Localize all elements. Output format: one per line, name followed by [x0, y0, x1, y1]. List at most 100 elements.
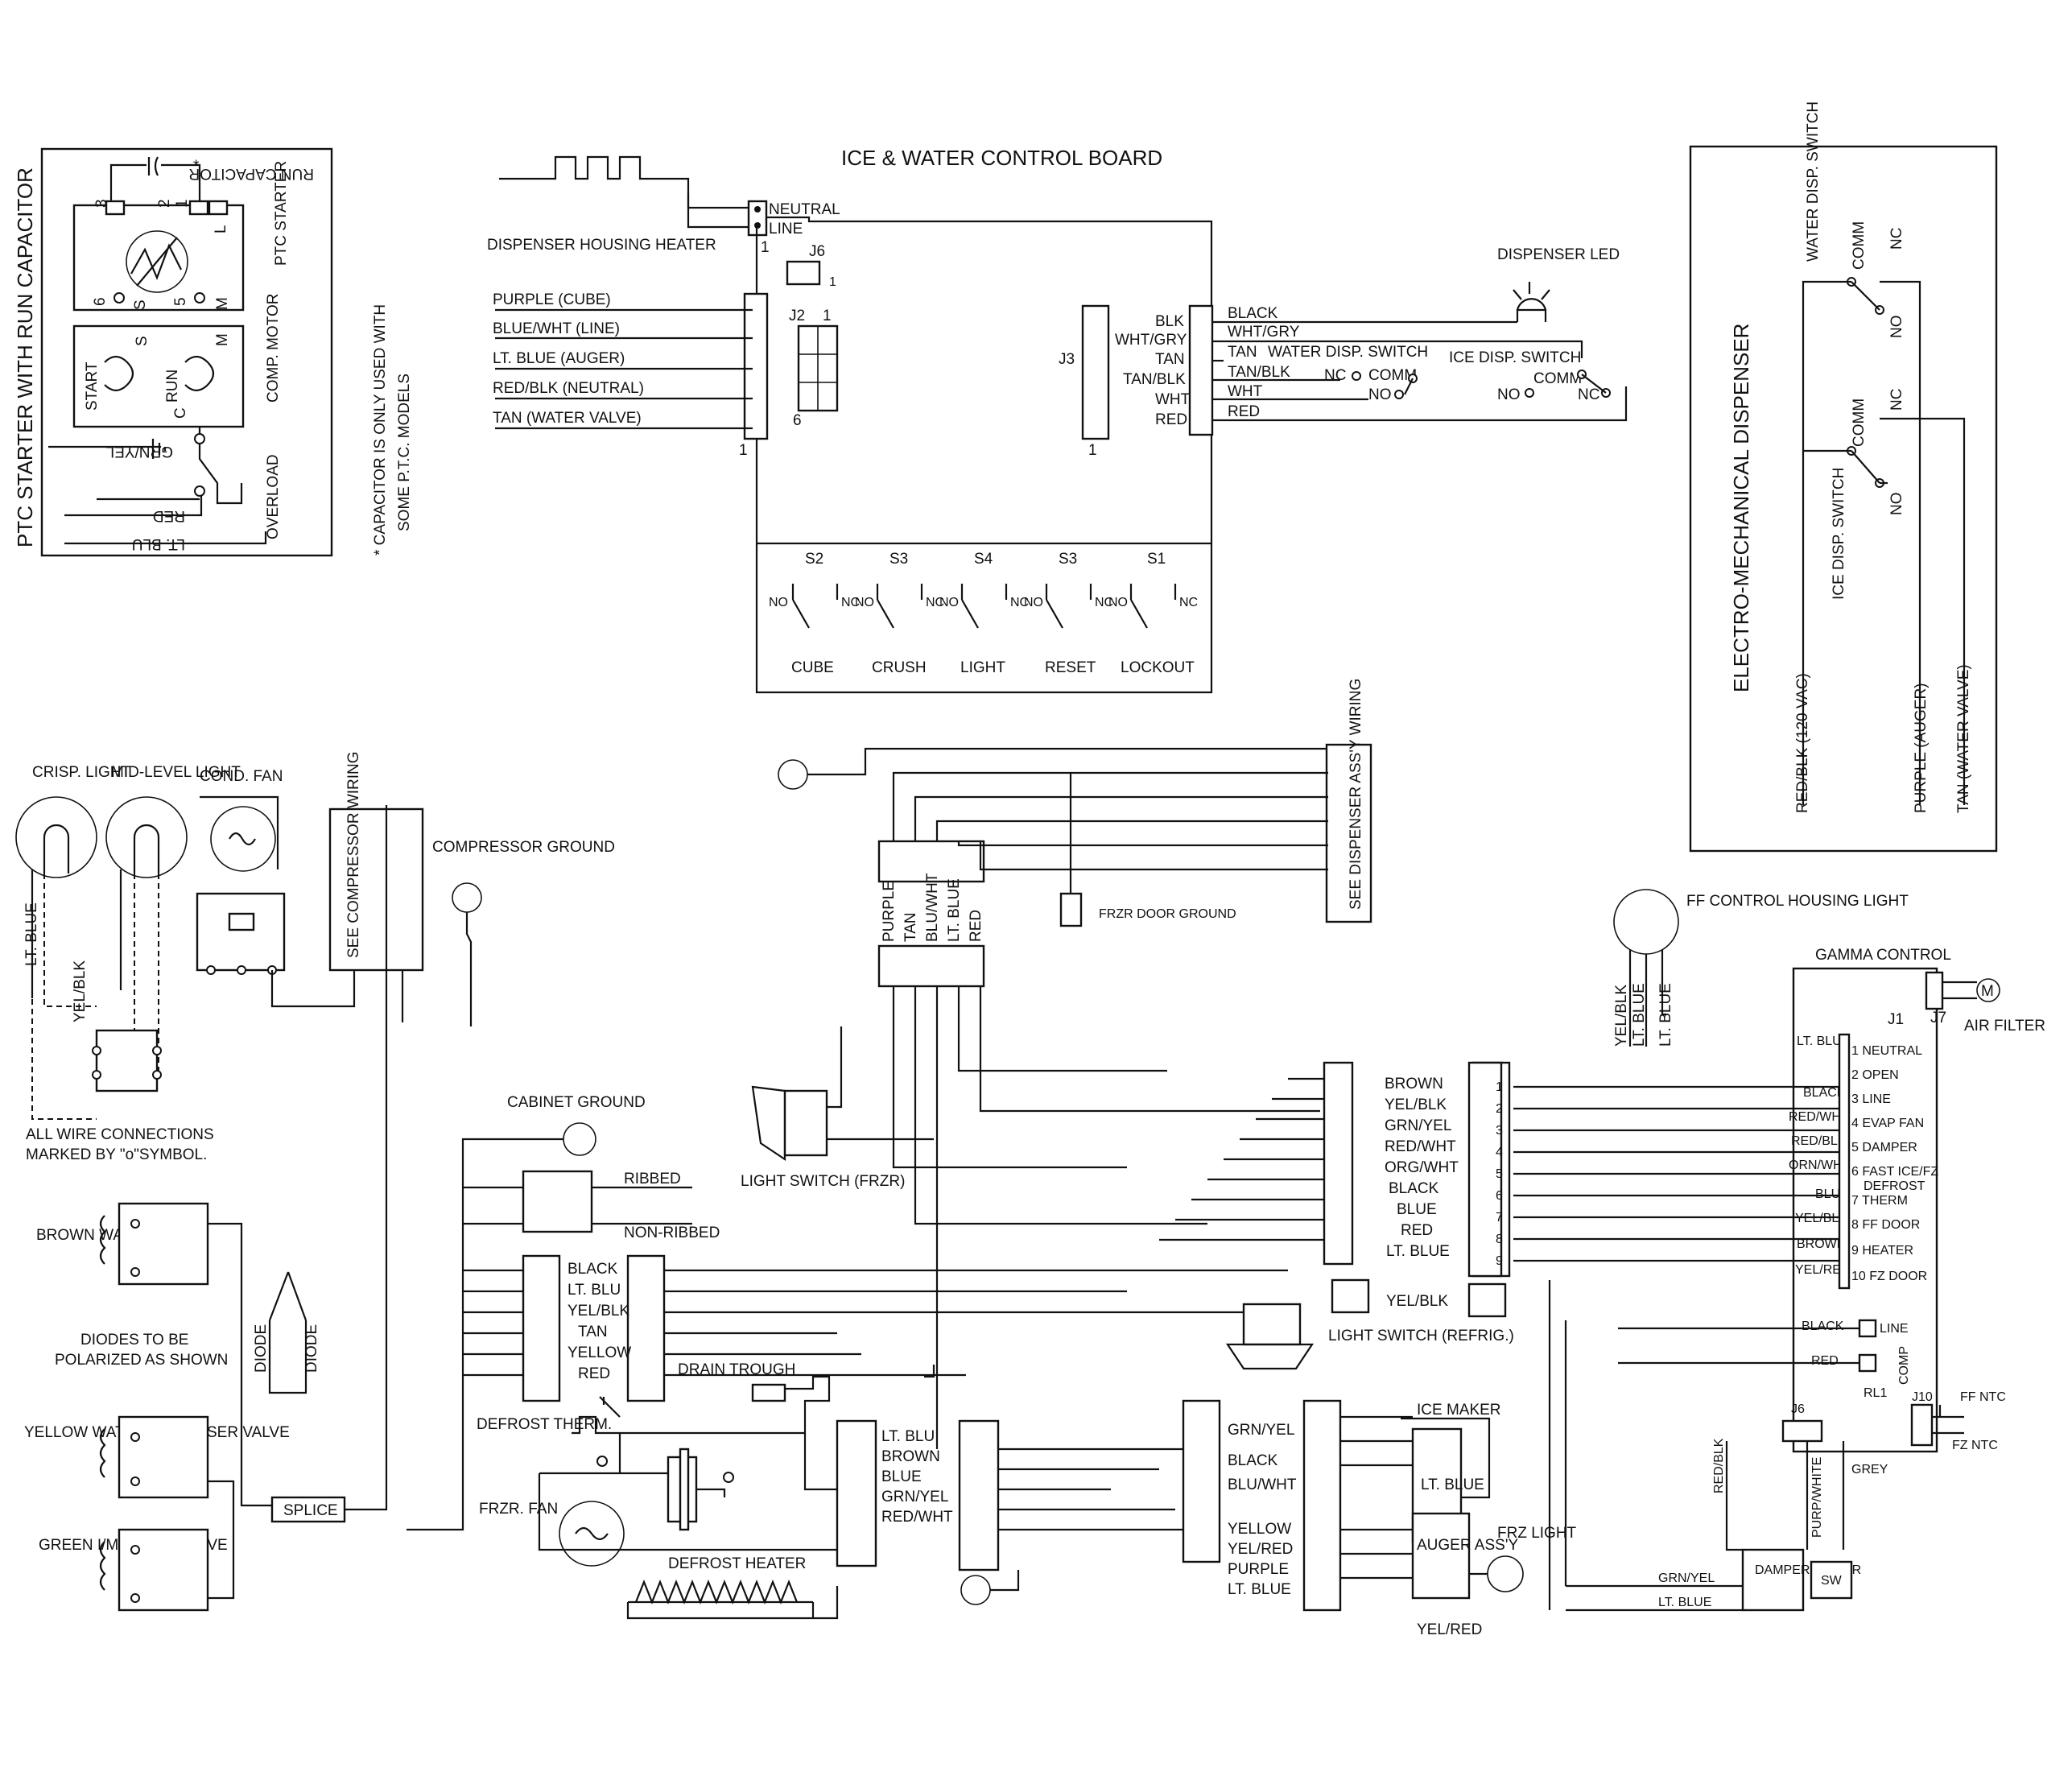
- grey-label: GREY: [1851, 1463, 1888, 1476]
- grn-yel-label: GRN/YEL: [106, 443, 173, 460]
- pin-evap-fan: 4 EVAP FAN: [1851, 1117, 1924, 1130]
- wire-blue-wht-line: BLUE/WHT (LINE): [493, 320, 620, 337]
- crisp-light-text: CRISP. LIGHT: [32, 764, 131, 781]
- cr-wire-lt-blue: LT. BLUE: [1386, 1243, 1450, 1260]
- switch-cube: CUBE: [791, 659, 834, 676]
- line-label: LINE: [769, 221, 803, 237]
- wire-tan-water-valve: TAN (WATER VALVE): [493, 410, 642, 427]
- iw-lt-blue: LT. BLUE: [1228, 1581, 1291, 1598]
- mid-wire-yellow: YELLOW: [568, 1344, 631, 1361]
- ff-light-label: FF CONTROL HOUSING LIGHT: [1686, 893, 1909, 910]
- s3a-nc: NC: [926, 596, 944, 609]
- pin-wht-gry: WHT/GRY: [1115, 332, 1187, 349]
- water-comm-label: COMM: [1851, 221, 1868, 270]
- j6-label: J6: [809, 243, 825, 260]
- wire-wht-gry: WHT/GRY: [1228, 324, 1300, 341]
- mid-wire-red: RED: [578, 1365, 610, 1382]
- iw-yel-red: YEL/RED: [1228, 1541, 1293, 1558]
- v-wire-purple: PURPLE: [881, 881, 898, 942]
- ice-maker-label: ICE MAKER: [1417, 1402, 1501, 1419]
- grn-yel-bottom: GRN/YEL: [1658, 1571, 1715, 1585]
- switch-s4: S4: [974, 551, 993, 568]
- diodes-note-2: POLARIZED AS SHOWN: [55, 1352, 228, 1369]
- electro-wire-tan: TAN (WATER VALVE): [1955, 664, 1972, 813]
- mid-wire-black: BLACK: [568, 1261, 618, 1278]
- light-switch-refrig-1: LIGHT SWITCH (REFRIG.): [1328, 1328, 1514, 1344]
- mid-wire-tan: TAN: [578, 1324, 608, 1340]
- center-vertical-wires: PURPLE TAN BLU/WHT LT. BLUE RED: [881, 873, 984, 942]
- cr-wire-org-wht: ORG/WHT: [1385, 1159, 1459, 1176]
- water-no-label: NO: [1888, 316, 1905, 339]
- s3a-no: NO: [855, 596, 874, 609]
- center-yel-blk: YEL/BLK: [1386, 1293, 1448, 1310]
- water-nc-label: NC: [1888, 228, 1905, 250]
- see-disp-wiring: SEE DISPENSER ASS'Y WIRING: [1348, 679, 1364, 910]
- yel-blk-left: YEL/BLK: [72, 960, 89, 1022]
- air-motor-m: M: [1981, 983, 1994, 1000]
- purp-white-vertical: PURP/WHITE: [1810, 1457, 1824, 1538]
- cn-1: 1: [1496, 1080, 1503, 1094]
- water-disp-switch-label: WATER DISP. SWITCH: [1268, 344, 1428, 361]
- electro-mechanical-panel: ELECTRO-MECHANICAL DISPENSER WATER DISP.…: [1689, 101, 1998, 853]
- ff-yel-blk: YEL/BLK: [1613, 985, 1630, 1047]
- gamma-black: BLACK: [1802, 1320, 1844, 1333]
- cn-4: 4: [1496, 1146, 1503, 1159]
- pin-tan: TAN: [1155, 351, 1185, 368]
- ptc-pin-m: M: [214, 297, 231, 310]
- cn-9: 9: [1496, 1254, 1503, 1268]
- pin-fz-door: 10 FZ DOOR: [1851, 1270, 1927, 1283]
- lt-blue-left: LT. BLUE: [23, 902, 40, 966]
- bw-blue: BLUE: [881, 1468, 922, 1485]
- ice-switch-title: ICE DISP. SWITCH: [1831, 468, 1847, 600]
- electro-wire-purple: PURPLE (AUGER): [1913, 683, 1930, 813]
- crisp-light-label: CRISP. LIGHT: [32, 764, 131, 781]
- see-comp-wiring: SEE COMPRESSOR WIRING: [345, 751, 362, 958]
- pin-heater: 9 HEATER: [1851, 1244, 1913, 1258]
- motor-pin-c: C: [172, 407, 189, 419]
- pin-therm: 7 THERM: [1851, 1194, 1908, 1208]
- relay-line: LINE: [1880, 1322, 1909, 1336]
- wire-tan: TAN: [1228, 344, 1257, 361]
- s3b-nc: NC: [1095, 596, 1113, 609]
- frzr-door-ground-1: FRZR DOOR GROUND: [1099, 907, 1236, 921]
- s1-no: NO: [1108, 596, 1128, 609]
- ribbed-label: RIBBED: [624, 1171, 681, 1187]
- pin-defrost: DEFROST: [1864, 1179, 1925, 1193]
- mid-wire-yel-blk: YEL/BLK: [568, 1303, 629, 1320]
- bw-brown: BROWN: [881, 1448, 940, 1465]
- board-pin-1-left: 1: [739, 442, 748, 459]
- sw-label: SW: [1821, 1574, 1843, 1588]
- frz-light-label: FRZ LIGHT: [1497, 1525, 1577, 1542]
- lt-blue-ice: LT. BLUE: [1421, 1476, 1484, 1493]
- ptc-pin-l: L: [213, 225, 229, 233]
- pin-open: 2 OPEN: [1851, 1068, 1899, 1082]
- cn-3: 3: [1496, 1124, 1503, 1138]
- midlevel-light-text: MID-LEVEL LIGHT: [111, 764, 241, 781]
- s1-nc: NC: [1179, 596, 1198, 609]
- auger-label: AUGER ASS'Y: [1417, 1537, 1518, 1554]
- switch-reset: RESET: [1045, 659, 1096, 676]
- j1-label: J1: [1888, 1011, 1904, 1028]
- iw-purple: PURPLE: [1228, 1561, 1289, 1578]
- s4-no: NO: [939, 596, 959, 609]
- diode-label-2: DIODE: [303, 1324, 320, 1373]
- midlevel-light-label: MID-LEVEL LIGHT: [111, 764, 241, 781]
- s2-no: NO: [769, 596, 788, 609]
- ptc-star: *: [193, 158, 200, 175]
- run-capacitor-label: RUN CAPACITOR: [188, 165, 314, 182]
- gw-red-blk: RED/BLK: [1791, 1134, 1847, 1148]
- neutral-label: NEUTRAL: [769, 201, 840, 218]
- gamma-red: RED: [1811, 1354, 1839, 1368]
- ff-lt-blue-2: LT. BLUE: [1657, 983, 1674, 1047]
- left-section: CRISP. LIGHT MID-LEVEL LIGHT LT. BLUE YE…: [15, 751, 1288, 1612]
- wire-red-blk-neutral: RED/BLK (NEUTRAL): [493, 380, 644, 397]
- iw-yellow: YELLOW: [1228, 1521, 1291, 1538]
- iw-grn-yel: GRN/YEL: [1228, 1422, 1294, 1439]
- ff-lt-blue-1: LT. BLUE: [1631, 983, 1648, 1047]
- ptc-note-1: * CAPACITOR IS ONLY USED WITH: [372, 304, 389, 555]
- center-section: SEE DISPENSER ASS'Y WIRING PURPLE TAN BL…: [477, 679, 1577, 1638]
- diode-label-1: DIODE: [253, 1324, 270, 1373]
- water-no: NO: [1368, 386, 1392, 403]
- switch-s3-b: S3: [1059, 551, 1077, 568]
